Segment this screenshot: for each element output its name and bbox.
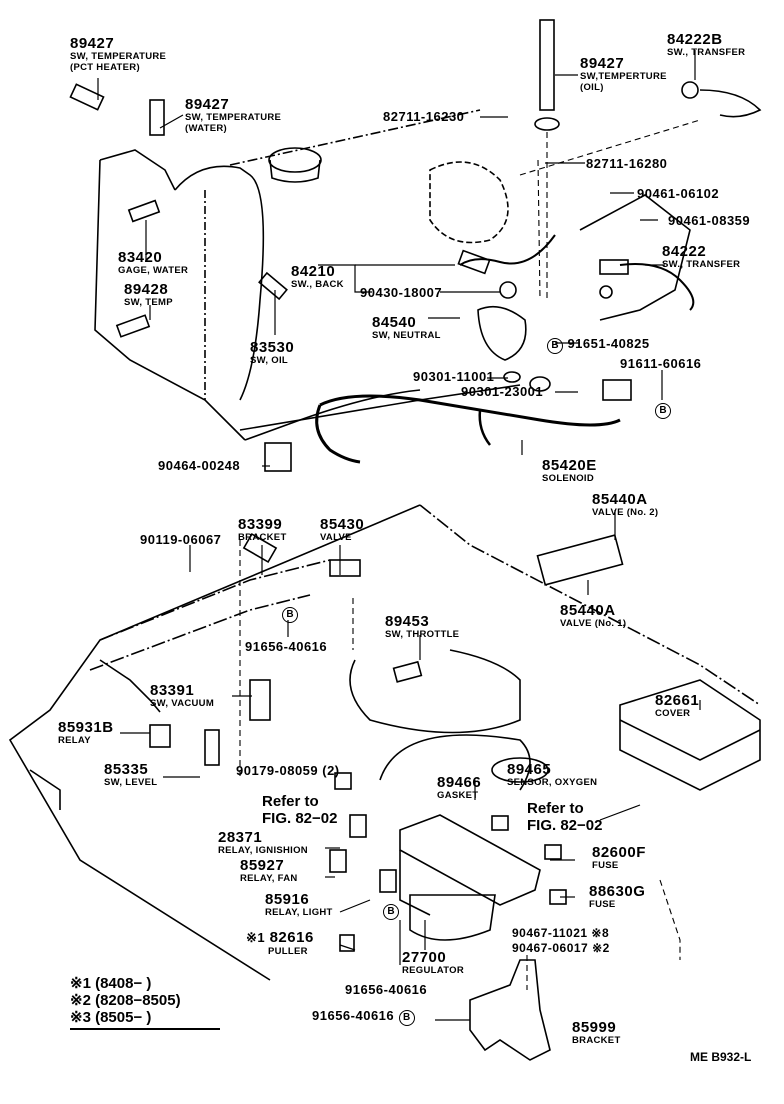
figure-code: ME B932-L: [690, 1050, 752, 1064]
part-label-82711-16280: 82711-16280: [586, 156, 668, 171]
part-label-90467-06017: 90467-06017 ※2: [512, 941, 610, 955]
wiring-harness: [315, 234, 695, 464]
refer-to-fig-82-02-right[interactable]: Refer to FIG. 82−02: [527, 800, 603, 835]
part-label-82661: 82661 COVER: [655, 692, 700, 719]
bolt-marker-b-4: B: [383, 902, 399, 920]
leader-lines: [97, 50, 701, 1021]
refer-to-fig-82-02-left[interactable]: Refer to FIG. 82−02: [262, 793, 338, 828]
bracket-85999-drawing: [469, 959, 551, 1061]
part-label-27700: 27700 REGULATOR: [402, 949, 464, 976]
engine-block-outline: [94, 109, 691, 441]
part-label-90430-18007: 90430-18007: [360, 285, 443, 300]
part-label-91651-40825: B 91651-40825: [547, 336, 650, 354]
part-label-85931b: 85931B RELAY: [58, 719, 114, 746]
part-label-90461-08359: 90461-08359: [668, 213, 751, 228]
applicability-legend: ※1 (8408− ) ※2 (8208−8505) ※3 (8505− ): [70, 975, 220, 1030]
bolt-marker-b-3: B: [282, 605, 298, 623]
part-label-82711-16230: 82711-16230: [383, 109, 465, 124]
part-label-85420e: 85420E SOLENOID: [542, 457, 597, 484]
part-label-84540: 84540 SW, NEUTRAL: [372, 314, 441, 341]
part-label-85440a-no1: 85440A VALVE (No. 1): [560, 602, 627, 629]
bolt-marker-b-2: B: [655, 401, 671, 419]
part-label-83420: 83420 GAGE, WATER: [118, 249, 189, 276]
part-label-89427-water: 89427 SW, TEMPERATURE (WATER): [185, 96, 282, 134]
part-label-91656-40616-a: 91656-40616: [245, 639, 328, 654]
body-panel-outline: [8, 504, 761, 981]
assembly-guide-lines: [239, 119, 701, 990]
part-label-85916: 85916 RELAY, LIGHT: [265, 891, 333, 918]
part-label-89466: 89466 GASKET: [437, 774, 482, 801]
part-label-83530: 83530 SW, OIL: [250, 339, 295, 366]
part-label-85999: 85999 BRACKET: [572, 1019, 621, 1046]
part-label-90119-06067: 90119-06067: [140, 532, 222, 547]
part-label-89453: 89453 SW, THROTTLE: [385, 613, 460, 640]
fuse-box-drawing: [399, 679, 761, 941]
legend-row: ※2 (8208−8505): [70, 992, 181, 1009]
legend-row: ※3 (8505− ): [70, 1009, 152, 1026]
part-label-84222: 84222 SW., TRANSFER: [662, 243, 741, 270]
part-label-83391: 83391 SW, VACUUM: [150, 682, 215, 709]
part-label-90301-11001: 90301-11001: [413, 369, 495, 384]
part-label-83399: 83399 BRACKET: [238, 516, 287, 543]
part-label-89465: 89465 SENSOR, OXYGEN: [507, 761, 598, 788]
part-label-85440a-no2: 85440A VALVE (No. 2): [592, 491, 659, 518]
part-label-82600f: 82600F FUSE: [592, 844, 646, 871]
part-label-90467-11021: 90467-11021 ※8: [512, 926, 610, 940]
part-label-85430: 85430 VALVE: [320, 516, 365, 543]
part-label-85927: 85927 RELAY, FAN: [240, 857, 298, 884]
part-label-90301-23001: 90301-23001: [461, 384, 544, 399]
part-label-90464-00248: 90464-00248: [158, 458, 241, 473]
part-label-88630g: 88630G FUSE: [589, 883, 646, 910]
part-label-84210: 84210 SW., BACK: [291, 263, 344, 290]
part-label-84222b: 84222B SW., TRANSFER: [667, 31, 746, 58]
part-label-28371: 28371 RELAY, IGNISHION: [218, 829, 308, 856]
part-label-91656-40616-c: 91656-40616 B: [312, 1008, 415, 1026]
component-glyphs: [69, 19, 762, 952]
part-label-82616: ※1 82616 PULLER: [246, 929, 314, 957]
part-label-91611-60616: 91611-60616: [620, 356, 702, 371]
bolt-marker-b: B: [547, 338, 563, 354]
part-label-91656-40616-b: 91656-40616: [345, 982, 428, 997]
part-label-85335: 85335 SW, LEVEL: [104, 761, 158, 788]
part-label-89427-oil: 89427 SW,TEMPERTURE (OIL): [580, 55, 667, 93]
part-label-90179-08059: 90179-08059 (2): [236, 763, 340, 778]
part-label-90461-06102: 90461-06102: [637, 186, 720, 201]
legend-row: ※1 (8408− ): [70, 975, 152, 992]
part-label-89427-pct-heater: 89427 SW, TEMPERATURE (PCT HEATER): [70, 35, 167, 73]
part-label-89428: 89428 SW, TEMP: [124, 281, 173, 308]
